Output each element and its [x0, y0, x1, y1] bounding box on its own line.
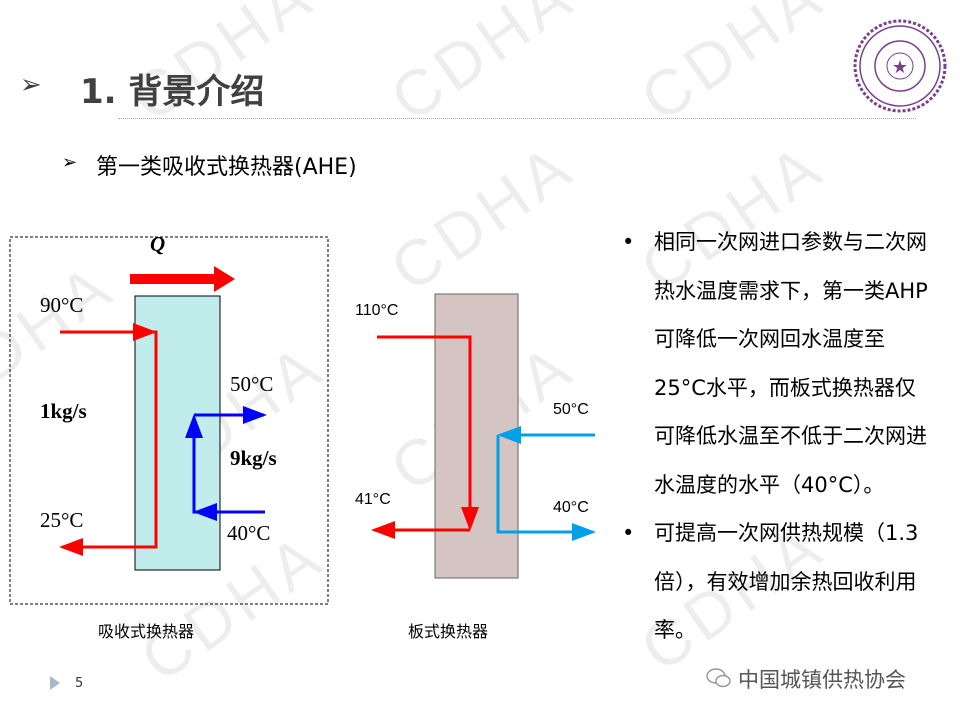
absorption-caption: 吸收式换热器 — [98, 622, 195, 641]
system-boundary — [9, 236, 329, 605]
absorption-exchanger-body — [134, 295, 221, 571]
hot-flow-rate: 1kg/s — [40, 399, 87, 423]
title-bullet-icon: ➢ — [20, 70, 42, 100]
plate-cold-in-temp: 40°C — [553, 499, 589, 516]
page-marker-icon — [50, 676, 60, 690]
plate-hot-out-temp: 41°C — [355, 491, 391, 508]
bullet-item: •可提高一次网供热规模（1.3倍），有效增加余热回收利用率。 — [622, 521, 919, 642]
bullet-list: •相同一次网进口参数与二次网热水温度需求下，第一类AHP可降低一次网回水温度至2… — [622, 218, 936, 655]
heat-label: Q — [150, 232, 166, 256]
footer-source: 中国城镇供热协会 — [738, 668, 906, 692]
bullet-item: •相同一次网进口参数与二次网热水温度需求下，第一类AHP可降低一次网回水温度至2… — [622, 230, 928, 497]
page-title: 1. 背景介绍 — [80, 72, 265, 112]
subtitle: 第一类吸收式换热器(AHE) — [96, 155, 357, 180]
plate-cold-out-temp: 50°C — [553, 401, 589, 418]
plate-hot-in-temp: 110°C — [355, 302, 399, 319]
subtitle-bullet-icon: ➢ — [62, 152, 78, 173]
cold-out-temp: 50°C — [230, 372, 274, 396]
tsinghua-logo: ★ — [853, 19, 947, 113]
cold-flow-rate: 9kg/s — [230, 446, 277, 470]
title-divider — [118, 118, 916, 119]
hot-in-temp: 90°C — [40, 293, 84, 317]
heat-flow-arrow — [130, 266, 235, 292]
page-number: 5 — [75, 676, 84, 691]
hot-out-temp: 25°C — [40, 508, 84, 532]
wechat-icon — [706, 668, 731, 688]
plate-caption: 板式换热器 — [408, 622, 489, 641]
svg-text:★: ★ — [892, 57, 908, 78]
cold-in-temp: 40°C — [227, 521, 271, 545]
